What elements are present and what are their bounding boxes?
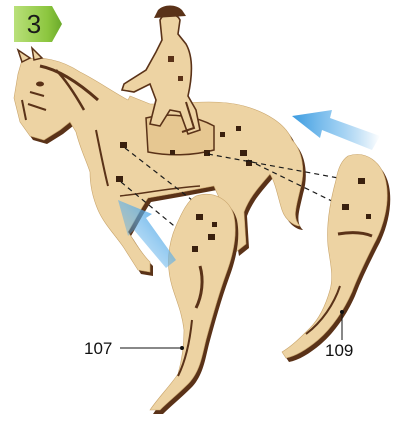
leg-part-107 — [150, 194, 238, 414]
callout-label-109: 109 — [325, 342, 353, 360]
callout-label-107: 107 — [84, 340, 112, 358]
callout-leader-107 — [120, 346, 184, 350]
move-arrow-icon — [292, 110, 380, 150]
horse-body-part — [14, 6, 306, 277]
